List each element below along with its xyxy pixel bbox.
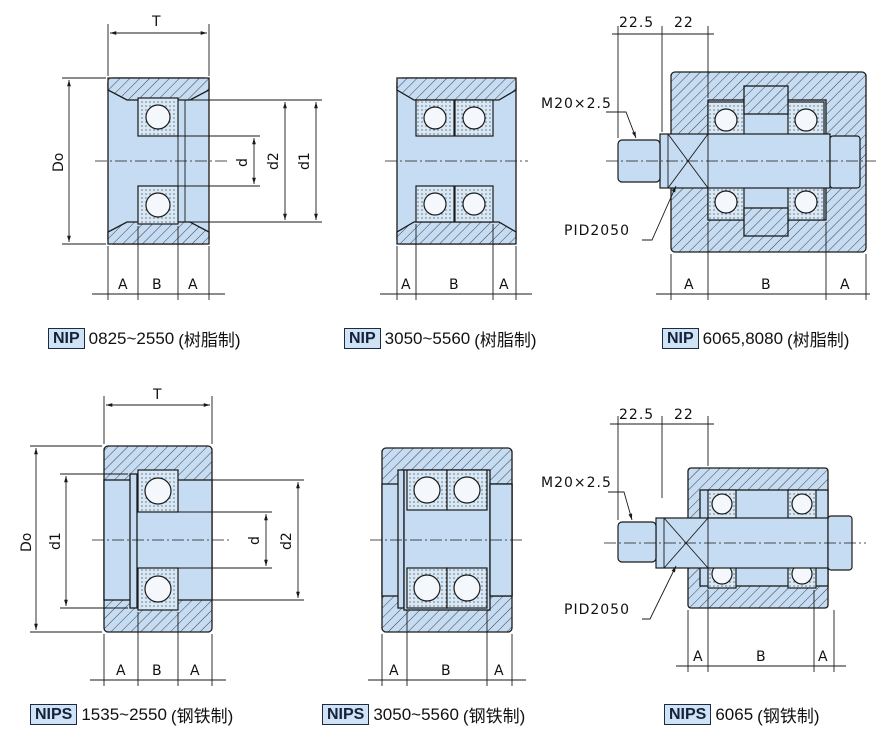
caption-nip-3050-5560: NIP 3050~5560 (树脂制)	[344, 326, 537, 351]
dim-label-a: A	[693, 649, 703, 665]
dim-label-a: A	[684, 277, 694, 293]
dim-label-d2: d2	[279, 532, 295, 550]
dim-label-b: B	[761, 277, 771, 293]
model-badge: NIPS	[664, 704, 712, 725]
model-range: 6065,8080	[702, 328, 784, 348]
ball-icon	[413, 574, 441, 602]
dim-label-d1: d1	[297, 152, 313, 170]
dim-label-b: B	[449, 277, 459, 293]
ball-icon	[144, 477, 172, 505]
dim-label-a: A	[389, 663, 399, 679]
dim-label-22-5: 22.5	[619, 407, 654, 423]
caption-nip-0825-2550: NIP 0825~2550 (树脂制)	[48, 326, 241, 351]
dim-label-22: 22	[674, 15, 694, 31]
ball-icon	[145, 192, 171, 218]
dim-label-d2: d2	[266, 152, 282, 170]
dim-label-22-5: 22.5	[619, 15, 654, 31]
figure-nips-6065: 22.5 22 M20×2.5 PID2050 A B A	[541, 407, 866, 672]
model-badge: NIPS	[322, 704, 370, 725]
ball-icon	[714, 190, 738, 214]
dim-label-b: B	[152, 663, 162, 679]
ball-icon	[794, 190, 818, 214]
caption-nips-6065: NIPS 6065 (钢铁制)	[664, 702, 820, 727]
material-label: (树脂制)	[787, 331, 850, 350]
dim-label-t: T	[152, 387, 162, 403]
figure-nips-1535-2550: T Do d1 d d2 A B A	[19, 387, 304, 686]
dim-label-t: T	[151, 14, 161, 30]
caption-nip-6065-8080: NIP 6065,8080 (树脂制)	[662, 326, 849, 351]
ball-icon	[453, 476, 481, 504]
dim-label-a: A	[818, 649, 828, 665]
dim-label-a: A	[494, 663, 504, 679]
ball-icon	[714, 108, 738, 132]
model-badge: NIP	[48, 328, 85, 349]
dim-label-a: A	[840, 277, 850, 293]
material-label: (钢铁制)	[462, 707, 526, 726]
ball-icon	[794, 108, 818, 132]
model-badge: NIP	[662, 328, 699, 349]
dim-label-b: B	[756, 649, 766, 665]
dim-label-do: Do	[51, 153, 67, 172]
ball-icon	[791, 493, 813, 515]
model-badge: NIP	[344, 328, 381, 349]
thread-label: M20×2.5	[541, 96, 612, 112]
dim-label-a: A	[190, 663, 200, 679]
material-label: (树脂制)	[474, 331, 537, 350]
model-range: 1535~2550	[81, 704, 167, 724]
ball-icon	[711, 493, 733, 515]
dim-label-a: A	[116, 663, 126, 679]
ball-icon	[145, 104, 171, 130]
dim-label-a: A	[401, 277, 411, 293]
ball-icon	[462, 106, 486, 130]
figure-nips-3050-5560: A B A	[368, 447, 526, 686]
dim-label-d: d	[235, 158, 251, 167]
material-label: (钢铁制)	[757, 707, 820, 726]
ball-icon	[453, 574, 481, 602]
dim-label-b: B	[441, 663, 451, 679]
dim-label-a: A	[499, 277, 509, 293]
ball-icon	[462, 192, 486, 216]
caption-nips-1535-2550: NIPS 1535~2550 (钢铁制)	[30, 702, 233, 727]
dim-label-a: A	[188, 277, 198, 293]
dim-label-d: d	[247, 536, 263, 545]
caption-nips-3050-5560: NIPS 3050~5560 (钢铁制)	[322, 702, 525, 727]
figure-nip-3050-5560: A B A	[380, 77, 532, 300]
ball-icon	[413, 476, 441, 504]
figure-nip-0825-2550: T Do d d2 d1 A B A	[51, 14, 322, 300]
model-range: 3050~5560	[384, 328, 471, 348]
material-label: (钢铁制)	[170, 707, 234, 726]
thread-label: M20×2.5	[541, 475, 612, 491]
ball-icon	[423, 192, 447, 216]
figure-nip-6065-8080: 22.5 22 M20×2.5 PID2050 A B A	[541, 15, 876, 300]
material-label: (树脂制)	[178, 331, 241, 350]
ball-icon	[423, 106, 447, 130]
ball-icon	[144, 575, 172, 603]
pid-label: PID2050	[564, 223, 630, 239]
model-badge: NIPS	[30, 704, 78, 725]
dim-label-b: B	[152, 277, 162, 293]
model-range: 6065	[715, 704, 754, 724]
dim-label-do: Do	[19, 533, 35, 552]
dim-label-d1: d1	[48, 532, 64, 550]
pid-label: PID2050	[564, 602, 630, 618]
model-range: 0825~2550	[88, 328, 175, 348]
dim-label-a: A	[118, 277, 128, 293]
dim-label-22: 22	[674, 407, 694, 423]
model-range: 3050~5560	[373, 704, 459, 724]
